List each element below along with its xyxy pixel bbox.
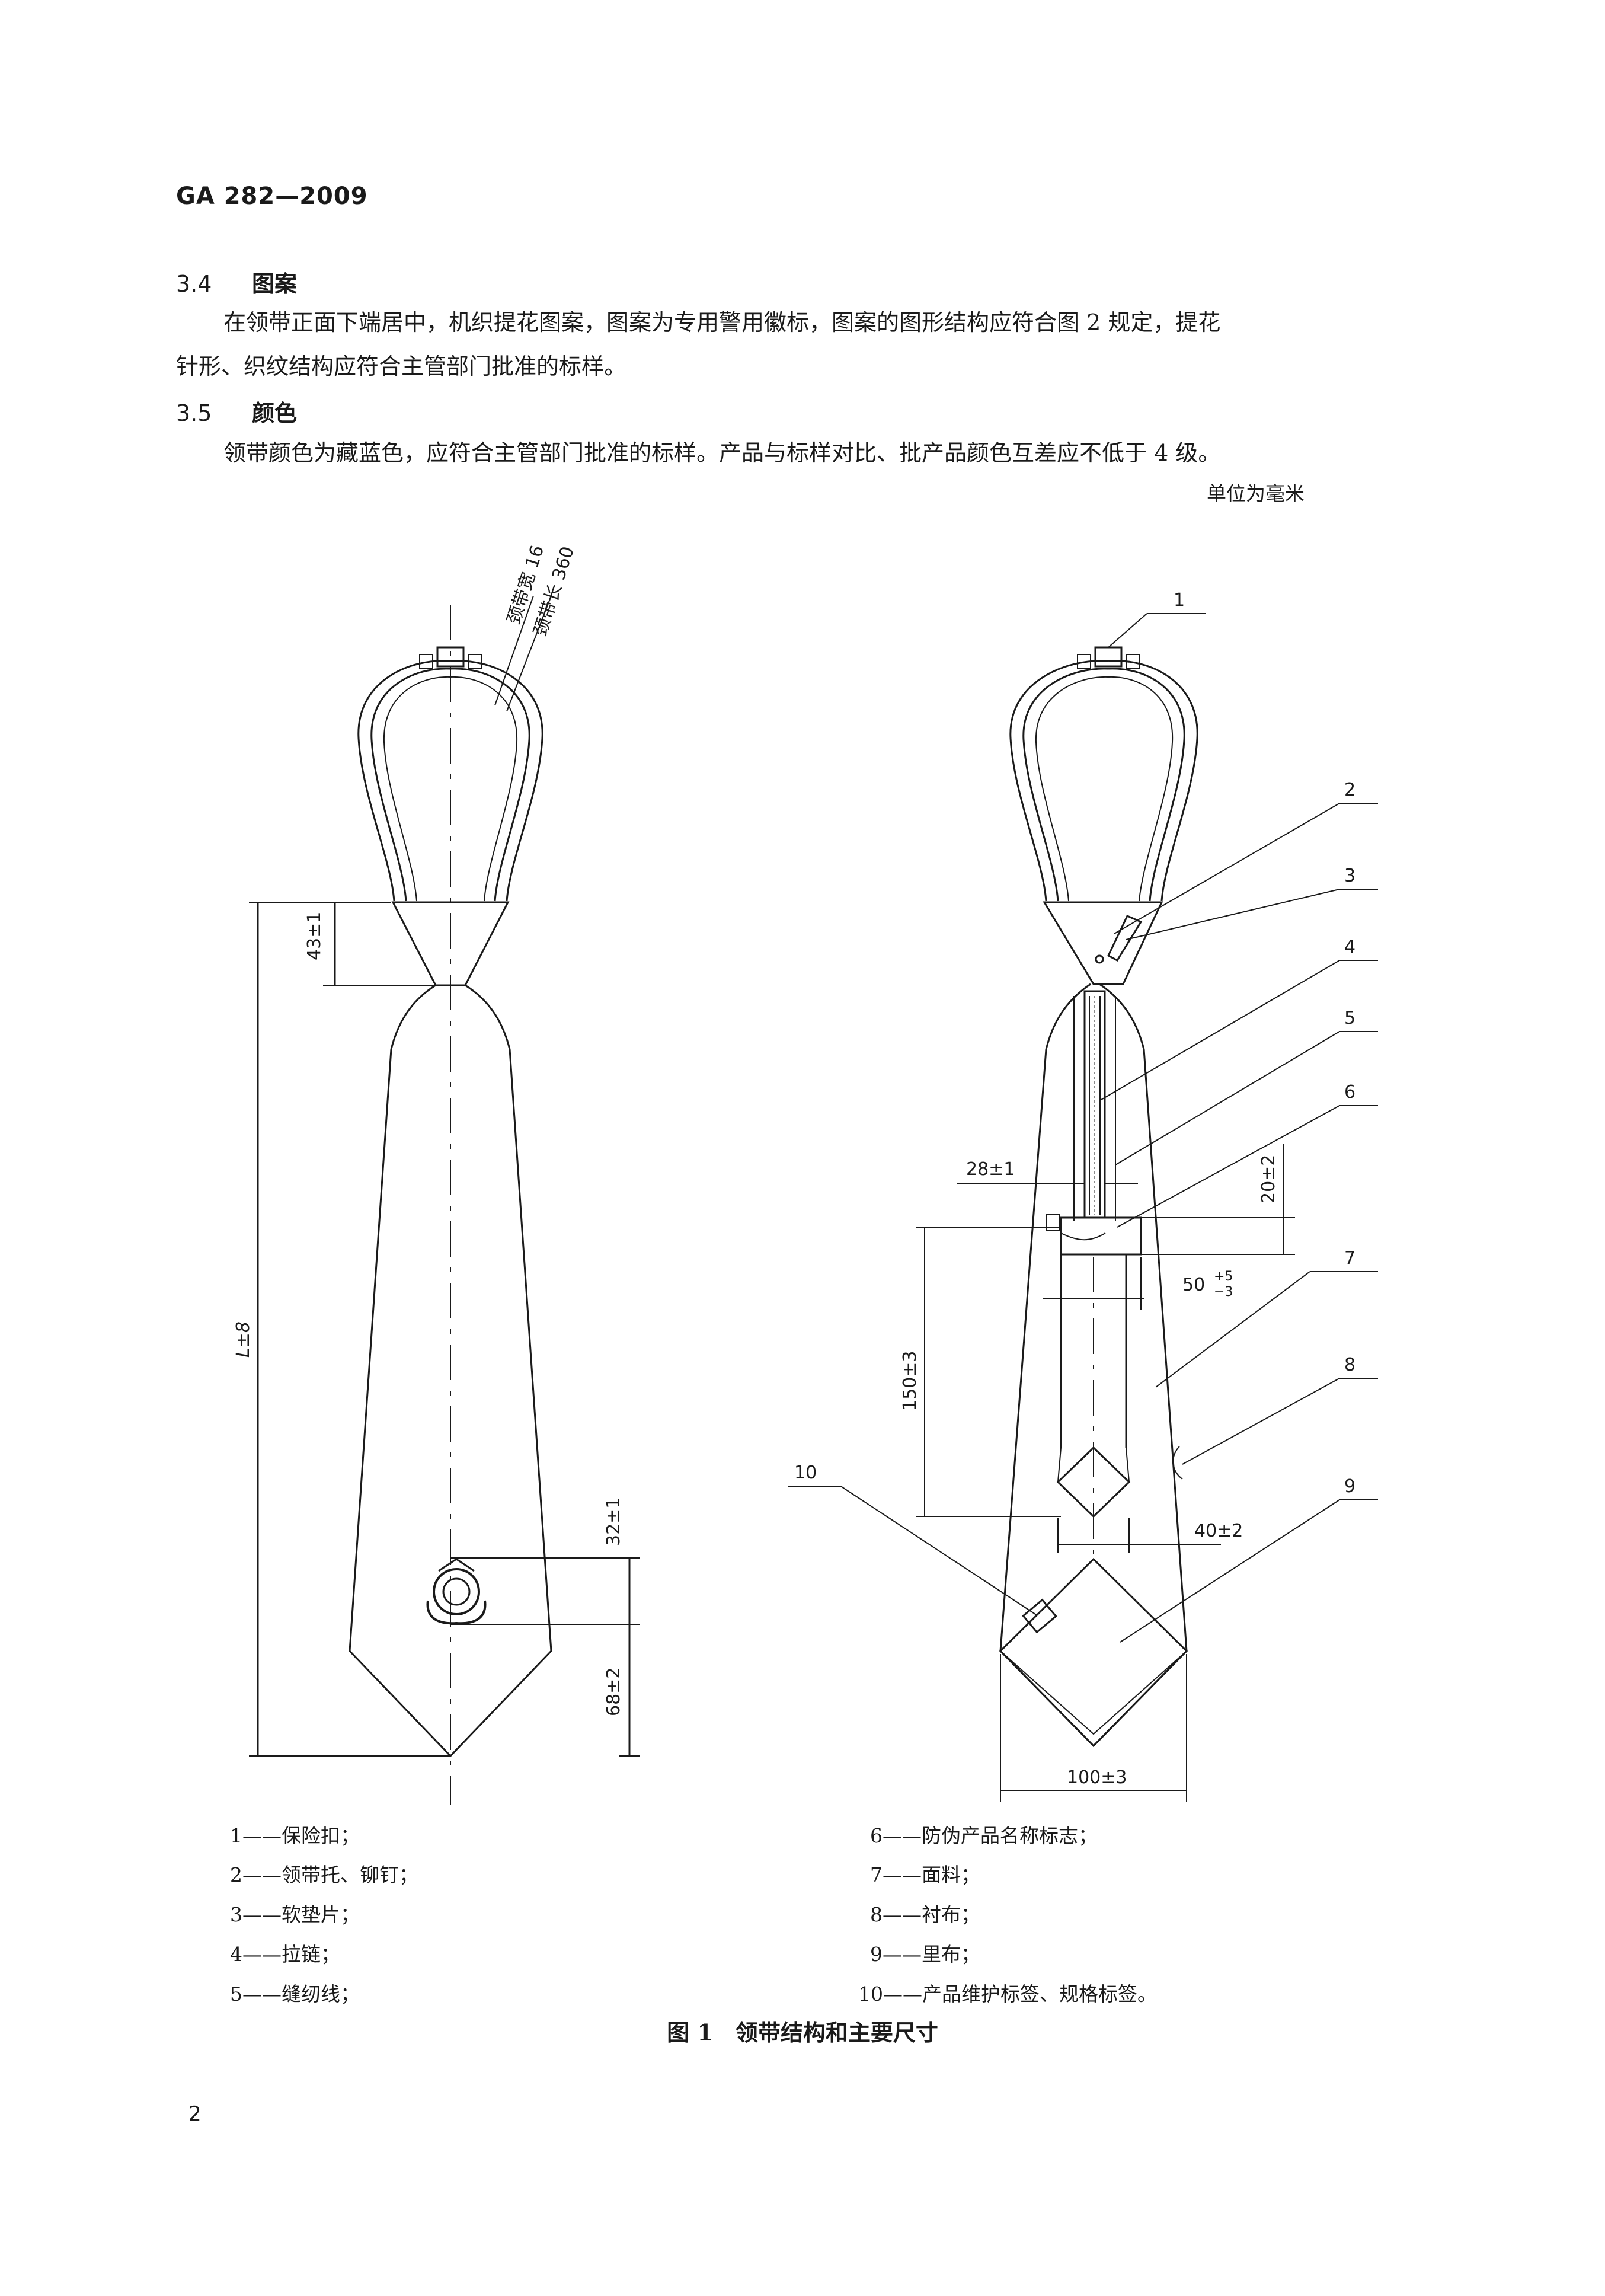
callout-leader-3 bbox=[1126, 889, 1340, 940]
neck-band-right-stitch bbox=[450, 676, 518, 902]
dim-label-height-text: 20±2 bbox=[1258, 1155, 1279, 1203]
legend-item-10: 10——产品维护标签、规格标签。 bbox=[858, 1982, 1157, 2006]
callout-leader-6 bbox=[1117, 1105, 1340, 1228]
neck-band-left-stitch bbox=[383, 676, 451, 902]
standard-code: GA 282—2009 bbox=[176, 183, 368, 210]
callout-leader-7 bbox=[1155, 1271, 1310, 1388]
callout-4: 4 bbox=[1344, 937, 1355, 957]
front-view bbox=[249, 595, 640, 1805]
callout-leader-8 bbox=[1182, 1378, 1340, 1465]
section-title: 颜色 bbox=[252, 400, 298, 426]
figure-caption: 图 1 领带结构和主要尺寸 bbox=[667, 2019, 938, 2046]
police-emblem-icon bbox=[426, 1558, 487, 1625]
neck-band-right-inner bbox=[450, 668, 530, 902]
back-neck-band-right-inner bbox=[1108, 668, 1185, 902]
back-safety-clasp-icon bbox=[1094, 646, 1123, 668]
legend-item-2: 2——领带托、铆钉； bbox=[230, 1863, 418, 1886]
callout-7: 7 bbox=[1344, 1248, 1355, 1269]
legend-item-7: 7——面料； bbox=[870, 1863, 980, 1886]
legend-item-4: 4——拉链； bbox=[230, 1943, 340, 1966]
dim-emblem-text: 32±1 bbox=[603, 1497, 624, 1546]
rivet-icon bbox=[1095, 954, 1104, 964]
callout-9: 9 bbox=[1344, 1476, 1355, 1497]
callout-10: 10 bbox=[794, 1462, 817, 1483]
back-tie-knot bbox=[1043, 901, 1163, 985]
dim-zipper-width-text: 28±1 bbox=[966, 1159, 1015, 1180]
callout-leader-10 bbox=[841, 1486, 1038, 1616]
interlining-edge bbox=[1172, 1446, 1183, 1480]
dim-tip-text: 68±2 bbox=[603, 1668, 624, 1716]
back-view bbox=[788, 613, 1378, 1802]
section-3-5-line-1: 领带颜色为藏蓝色，应符合主管部门批准的标样。产品与标样对比、批产品颜色互差应不低… bbox=[223, 440, 1221, 466]
lining-diamond bbox=[999, 1557, 1188, 1748]
dim-keeper-width-text: 40±2 bbox=[1194, 1521, 1243, 1541]
legend-item-5: 5——缝纫线； bbox=[230, 1982, 360, 2006]
neck-band-right-outer bbox=[450, 660, 543, 902]
dim-keeper-length-text: 150±3 bbox=[900, 1351, 920, 1411]
dim-label-width-tol-upper: +5 bbox=[1214, 1269, 1233, 1284]
callout-8: 8 bbox=[1344, 1355, 1355, 1375]
neck-band-left-outer bbox=[357, 660, 451, 902]
safety-clasp-icon bbox=[436, 646, 465, 668]
section-3-4-line-1: 在领带正面下端居中，机织提花图案，图案为专用警用徽标，图案的图形结构应符合图 2… bbox=[223, 309, 1221, 336]
callout-6: 6 bbox=[1344, 1082, 1355, 1103]
legend-item-1: 1——保险扣； bbox=[230, 1824, 360, 1847]
callout-leader-2 bbox=[1114, 803, 1340, 934]
care-label bbox=[1022, 1598, 1057, 1634]
section-3-4-line-2: 针形、织纹结构应符合主管部门批准的标样。 bbox=[176, 353, 627, 379]
dim-knot-text: 43±1 bbox=[304, 912, 325, 960]
legend-item-8: 8——衬布； bbox=[870, 1903, 980, 1926]
dim-label-width-tol-lower: −3 bbox=[1214, 1285, 1233, 1299]
back-neck-band-left-inner bbox=[1022, 668, 1109, 902]
back-neck-band-left-outer bbox=[1009, 660, 1109, 902]
back-neck-band-right-outer bbox=[1108, 660, 1198, 902]
dim-length-text: L±8 bbox=[233, 1321, 254, 1358]
section-number: 3.5 bbox=[176, 400, 212, 426]
neck-band-left-inner bbox=[370, 668, 451, 902]
dim-bottom-width-text: 100±3 bbox=[1067, 1767, 1127, 1788]
callout-2: 2 bbox=[1344, 780, 1355, 800]
legend-item-9: 9——里布； bbox=[870, 1943, 980, 1966]
legend-item-6: 6——防伪产品名称标志； bbox=[870, 1824, 1098, 1847]
callout-1: 1 bbox=[1174, 590, 1185, 611]
unit-note: 单位为毫米 bbox=[1207, 482, 1305, 505]
callout-leader-5 bbox=[1115, 1031, 1340, 1165]
callout-leader-4 bbox=[1101, 960, 1340, 1100]
section-number: 3.4 bbox=[176, 271, 212, 297]
callout-3: 3 bbox=[1344, 866, 1355, 886]
section-title: 图案 bbox=[252, 270, 298, 297]
anti-counterfeit-label bbox=[1060, 1216, 1142, 1256]
page-number: 2 bbox=[188, 2102, 202, 2126]
callout-5: 5 bbox=[1344, 1008, 1355, 1029]
legend-item-3: 3——软垫片； bbox=[230, 1903, 360, 1926]
callout-leader-1 bbox=[1108, 613, 1147, 648]
clasp-ring-right bbox=[468, 654, 482, 669]
section-3-4-heading: 3.4 图案 bbox=[176, 266, 297, 298]
clasp-ring-left bbox=[419, 654, 433, 669]
section-3-5-heading: 3.5 颜色 bbox=[176, 395, 297, 427]
soft-pad bbox=[1107, 915, 1143, 962]
callout-leader-9 bbox=[1120, 1499, 1340, 1643]
dim-label-width-text: 50 bbox=[1182, 1275, 1205, 1295]
